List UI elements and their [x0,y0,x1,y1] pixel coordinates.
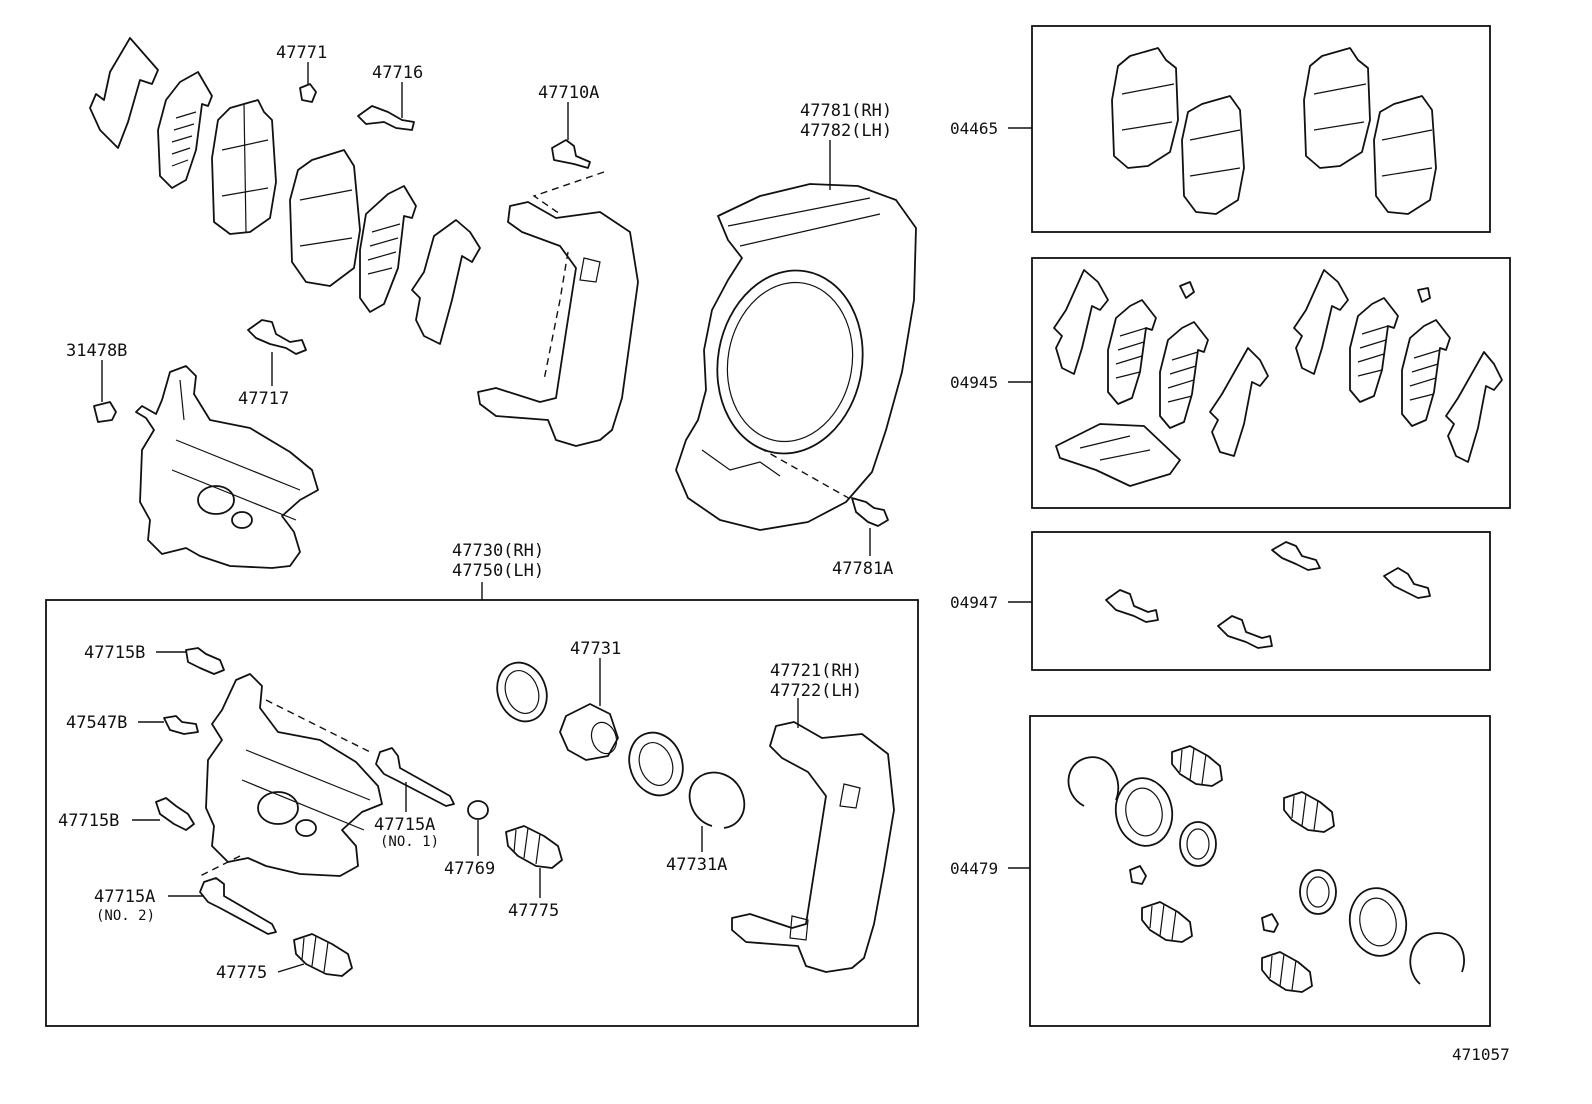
label-47715A-no2: 47715A [94,887,155,907]
label-kit-04465: 04465 [950,119,998,138]
bushing-47769: 47769 [444,800,495,879]
kit-04947-frame [1031,531,1491,671]
label-47710A: 47710A [538,83,599,103]
pad-support-plate-47716: 47716 [357,63,423,131]
caliper-cylinder-upper [135,365,319,569]
bolt-47715B-mid: 47715B [58,797,195,831]
label-47716: 47716 [372,63,423,83]
anti-squeal-shim-outer-right [411,219,481,345]
label-47781-rh: 47781(RH) [800,101,892,121]
caliper-cylinder-lower [199,673,383,877]
caliper-assembly-callout: 47730(RH) 47750(LH) [45,541,919,1027]
label-47715A-no1: 47715A [374,815,435,835]
piston-ring-47731A: 47731A [666,771,746,875]
bolt-47781A: 47781A [759,447,893,579]
label-47721-rh: 47721(RH) [770,661,862,681]
label-kit-04479: 04479 [950,859,998,878]
kit-04465-pad-kit: 04465 [950,25,1491,233]
label-no2: (NO. 2) [96,908,155,924]
label-kit-04945: 04945 [950,373,998,392]
label-no1: (NO. 1) [380,834,439,850]
label-47731: 47731 [570,639,621,659]
label-47722-lh: 47722(LH) [770,681,862,701]
cylinder-kit-47731: 47731 [496,639,684,797]
diagram-code: 471057 [1452,1045,1510,1064]
label-47769: 47769 [444,859,495,879]
anti-squeal-shim-inner-left [157,71,213,189]
kit-04479-frame [1029,715,1491,1027]
brake-pad-left-outer [211,99,277,235]
disc-brake-dust-cover: 47781(RH) 47782(LH) [675,101,917,531]
label-47717: 47717 [238,389,289,409]
bolt-47715B-top: 47715B [84,643,225,675]
pad-support-plate-47717: 47717 [238,319,307,409]
bleeder-plug-31478B: 31478B [66,341,127,423]
cylinder-slide-bushing-boot-bottom: 47775 [216,933,353,983]
bleeder-plug-47547B: 47547B [66,713,199,735]
kit-04479-cylinder-kit: 04479 [950,715,1491,1027]
label-47775-bottom: 47775 [216,963,267,983]
label-31478B: 31478B [66,341,127,361]
label-47750-lh: 47750(LH) [452,561,544,581]
kit-04465-frame [1031,25,1491,233]
cylinder-slide-bushing-boot-center: 47775 [505,825,563,921]
label-47775-center: 47775 [508,901,559,921]
label-47715B-top: 47715B [84,643,145,663]
label-47547B: 47547B [66,713,127,733]
pad-wear-indicator-47771: 47771 [276,43,327,103]
label-47771: 47771 [276,43,327,63]
kit-04945-shim-kit: 04945 [950,257,1511,509]
label-47781A: 47781A [832,559,893,579]
caliper-mounting-bracket-upper [477,201,639,447]
label-47715B-mid: 47715B [58,811,119,831]
label-47730-rh: 47730(RH) [452,541,544,561]
anti-squeal-shim-inner-right [359,185,417,313]
kit-04945-frame [1031,257,1511,509]
label-kit-04947: 04947 [950,593,998,612]
caliper-assembly-frame [45,599,919,1027]
bolt-47710A: 47710A [532,83,605,215]
label-47782-lh: 47782(LH) [800,121,892,141]
brake-pad-left-inner [289,149,361,287]
anti-squeal-shim-outer-left [89,37,159,149]
label-47731A: 47731A [666,855,727,875]
kit-04947-clip-kit: 04947 [950,531,1491,671]
caliper-mounting-bracket-lower: 47721(RH) 47722(LH) [731,661,895,973]
slide-pin-47715A-no2: 47715A (NO. 2) [94,877,277,935]
slide-pin-47715A-no1: 47715A (NO. 1) [374,747,455,850]
